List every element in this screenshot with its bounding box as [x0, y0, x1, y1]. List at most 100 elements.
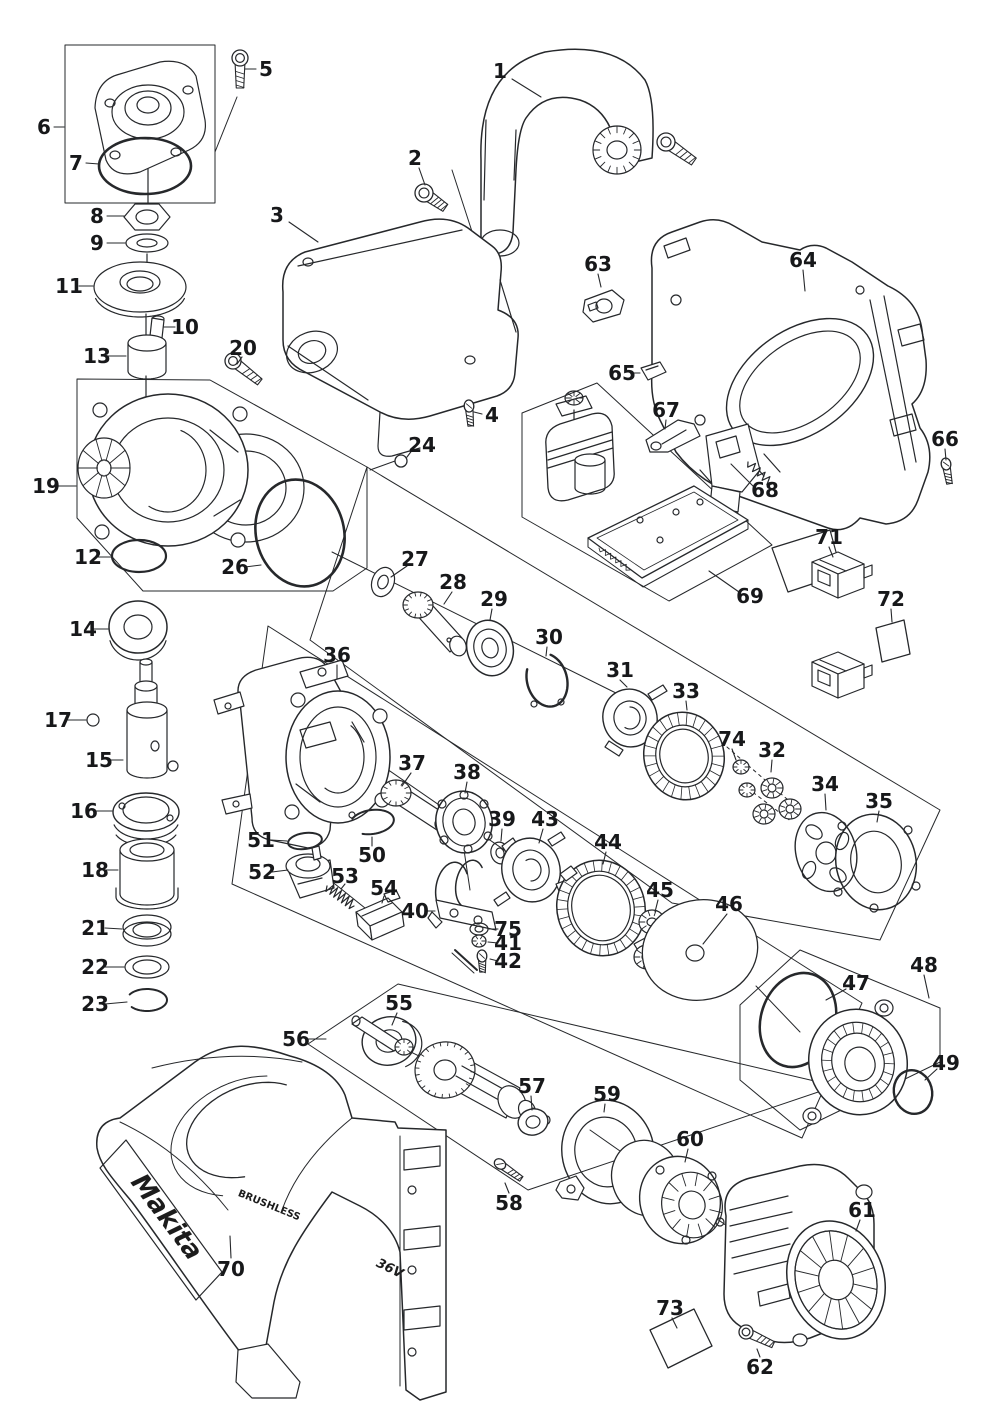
detail-line — [525, 858, 542, 882]
detail-line — [474, 925, 484, 933]
leader-line-2 — [418, 167, 426, 186]
part-label-62: 62 — [746, 1355, 774, 1379]
part-label-35: 35 — [865, 789, 893, 813]
group-outline — [369, 460, 396, 471]
part-2-bolt — [414, 183, 434, 203]
part-46-disc — [641, 898, 759, 1002]
detail-line — [109, 150, 121, 160]
detail-line — [694, 414, 706, 426]
detail-line — [479, 970, 487, 974]
detail-line — [555, 1175, 585, 1201]
detail-line — [254, 377, 262, 384]
detail-line — [729, 1211, 793, 1227]
detail-line — [473, 628, 507, 668]
detail-line — [525, 1115, 541, 1129]
part-70-housing — [96, 1045, 447, 1401]
part-22-ring — [124, 955, 170, 979]
detail-line — [613, 700, 647, 736]
part-label-66: 66 — [931, 427, 959, 451]
detail-line — [418, 187, 430, 199]
leader-line-37 — [401, 772, 412, 787]
detail-line — [636, 516, 644, 524]
detail-line — [228, 356, 239, 367]
detail-line — [136, 96, 160, 114]
detail-line — [119, 1121, 229, 1211]
detail-line — [530, 700, 538, 708]
group-outline — [307, 983, 837, 1191]
detail-line — [829, 867, 847, 883]
leader-line-55 — [391, 1012, 398, 1026]
leader-line-45 — [654, 899, 659, 913]
detail-line — [855, 1184, 873, 1200]
detail-line — [407, 1347, 417, 1357]
detail-line — [596, 491, 739, 571]
detail-line — [715, 435, 741, 459]
detail-line — [481, 637, 499, 659]
detail-line — [466, 414, 474, 418]
part-label-10: 10 — [171, 315, 199, 339]
detail-line — [311, 845, 322, 861]
detail-line — [942, 461, 950, 467]
detail-line — [757, 1283, 791, 1307]
part-label-50: 50 — [358, 843, 386, 867]
detail-line — [587, 519, 749, 588]
detail-line — [407, 1185, 417, 1195]
detail-line — [77, 439, 131, 497]
detail-line — [883, 295, 917, 463]
detail-line — [659, 728, 709, 784]
detail-line — [124, 90, 172, 126]
detail-line — [126, 276, 154, 292]
part-5-screw — [231, 49, 249, 67]
detail-line — [132, 922, 162, 938]
detail-line — [380, 779, 412, 807]
leader-line-69 — [708, 570, 740, 593]
detail-line — [167, 760, 179, 772]
part-label-37: 37 — [398, 751, 426, 775]
leader-line-60 — [684, 1148, 689, 1163]
detail-line — [242, 368, 250, 374]
detail-line — [655, 1165, 665, 1175]
detail-line — [802, 1107, 822, 1125]
detail-line — [732, 759, 750, 775]
detail-line — [466, 420, 474, 424]
part-34-spider — [794, 811, 858, 893]
detail-line — [759, 809, 769, 819]
detail-line — [166, 814, 174, 822]
part-label-20: 20 — [229, 336, 257, 360]
part-65-pin — [640, 361, 667, 381]
detail-line — [377, 411, 421, 457]
detail-line — [837, 563, 865, 599]
detail-line — [452, 808, 476, 836]
part-label-17: 17 — [44, 708, 72, 732]
detail-line — [394, 1038, 414, 1056]
detail-line — [495, 847, 505, 859]
part-62-bolt — [738, 1324, 754, 1340]
detail-line — [903, 825, 913, 835]
leader-line-54 — [381, 895, 385, 904]
detail-line — [889, 413, 917, 437]
detail-line — [945, 478, 953, 482]
detail-line — [151, 315, 165, 320]
detail-line — [375, 1029, 403, 1053]
part-label-2: 2 — [408, 146, 422, 170]
detail-line — [351, 721, 365, 743]
detail-line — [297, 340, 327, 364]
part-label-46: 46 — [715, 892, 743, 916]
part-53-spring — [325, 884, 355, 910]
part-label-64: 64 — [789, 248, 817, 272]
detail-line — [479, 799, 489, 809]
detail-line — [317, 667, 327, 677]
detail-line — [122, 921, 172, 947]
detail-line — [299, 659, 349, 689]
detail-line — [127, 710, 167, 770]
part-label-70: 70 — [217, 1257, 245, 1281]
part-12-oring — [110, 538, 168, 574]
part-24-ball — [394, 454, 408, 468]
detail-line — [454, 859, 483, 909]
leader-line-39 — [500, 828, 503, 842]
group-outline — [76, 378, 368, 592]
detail-line — [678, 1190, 706, 1220]
detail-line — [299, 721, 337, 749]
detail-line — [148, 429, 207, 513]
